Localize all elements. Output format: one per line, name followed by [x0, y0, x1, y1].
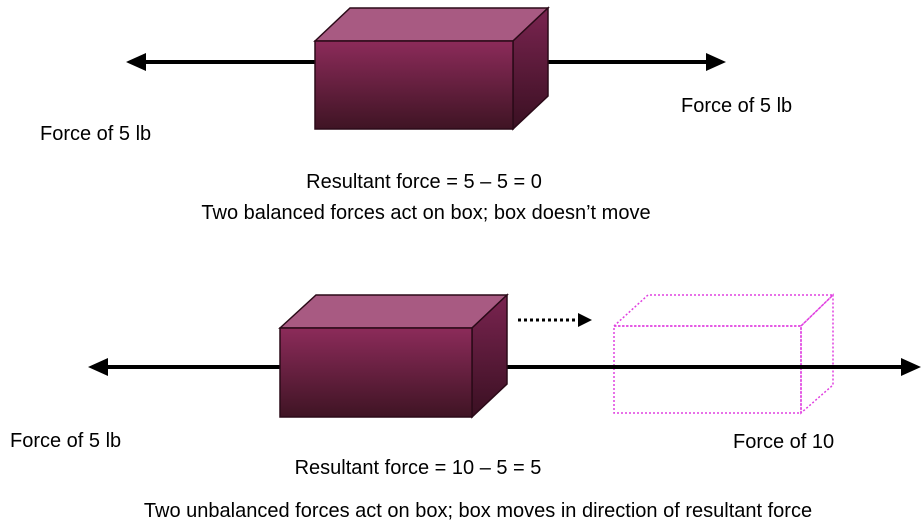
bottom-caption: Two unbalanced forces act on box; box mo… — [143, 500, 813, 522]
ghost-box — [612, 293, 835, 415]
top-right-force-label: Force of 5 lb — [681, 95, 793, 117]
bottom-left-force-arrow — [88, 358, 282, 376]
top-box — [313, 6, 550, 131]
top-scene — [126, 6, 726, 131]
top-left-force-label: Force of 5 lb — [40, 123, 152, 145]
bottom-box — [278, 293, 509, 419]
top-left-force-arrow — [126, 53, 318, 71]
motion-dotted-arrow — [518, 313, 592, 327]
bottom-resultant-equation: Resultant force = 10 – 5 = 5 — [294, 457, 542, 479]
top-resultant-equation: Resultant force = 5 – 5 = 0 — [306, 171, 542, 193]
bottom-scene — [88, 293, 921, 419]
bottom-right-force-label: Force of 10 — [733, 431, 835, 453]
top-caption: Two balanced forces act on box; box does… — [201, 202, 651, 224]
bottom-left-force-label: Force of 5 lb — [10, 430, 122, 452]
bottom-right-force-arrow — [470, 358, 921, 376]
